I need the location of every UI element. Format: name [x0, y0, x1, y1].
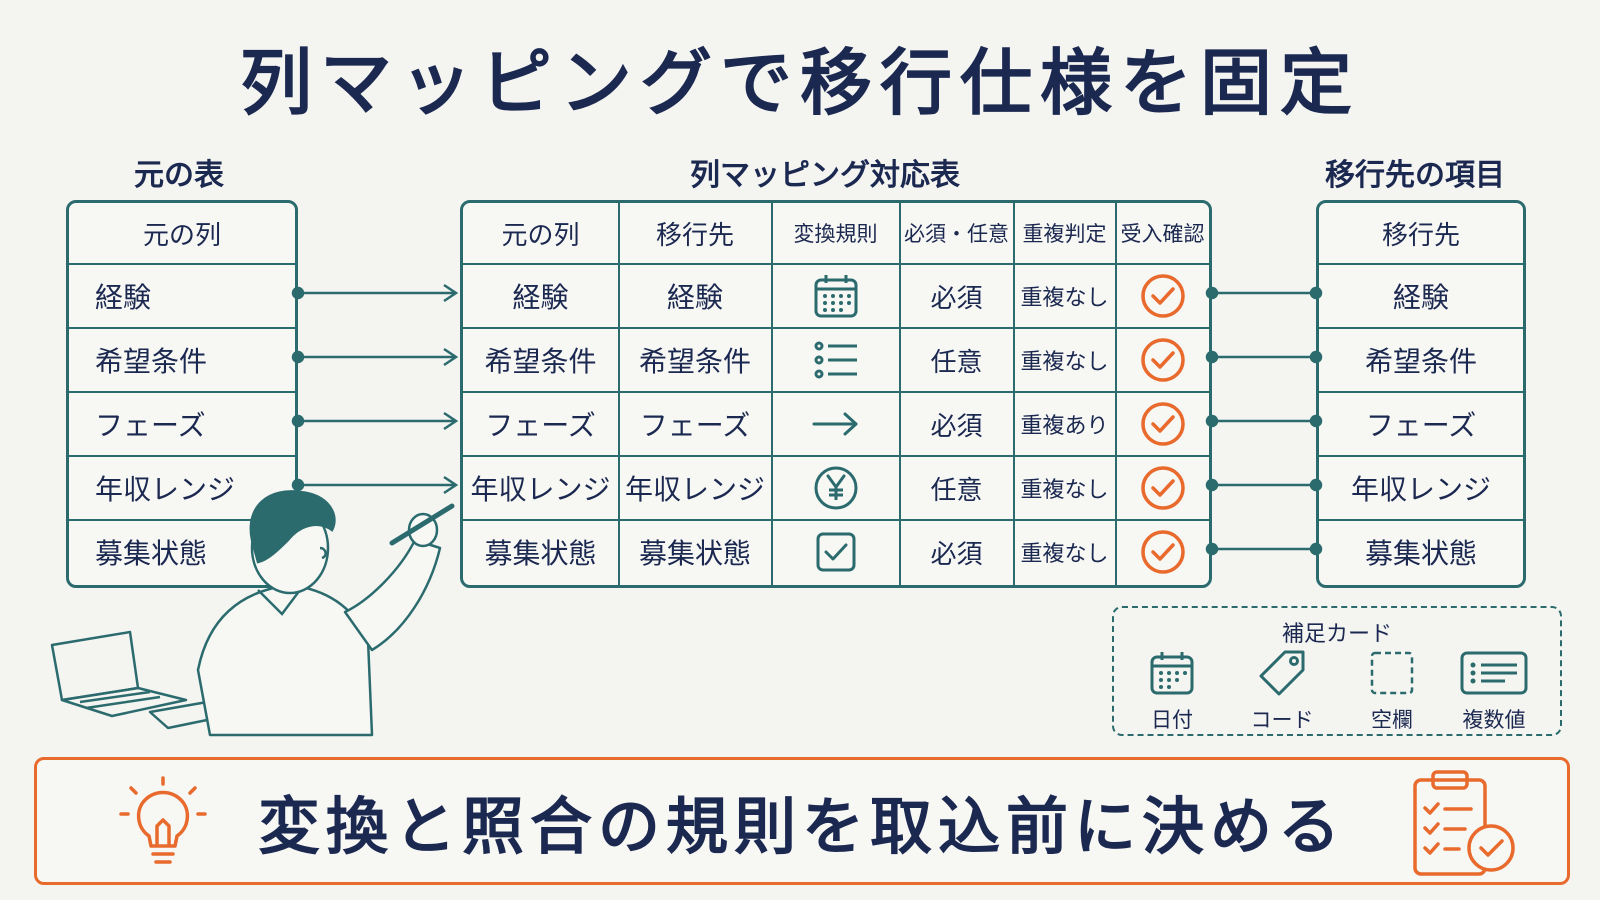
source-row-4: 年収レンジ	[95, 473, 236, 506]
mapping-row-3-target: フェーズ	[639, 409, 751, 442]
mapping-row-4-duplicate: 重複なし	[1020, 478, 1109, 503]
target-row-3: フェーズ	[1365, 409, 1477, 442]
legend-card: 補足カード 日付 コード 空欄 複数値	[1112, 606, 1562, 736]
check-circle-icon	[1116, 329, 1209, 391]
check-circle-icon	[1116, 393, 1209, 455]
mapping-row-3-duplicate: 重複あり	[1020, 414, 1109, 439]
clipboard-check-icon	[1413, 770, 1515, 876]
legend-item-code: コード	[1232, 648, 1332, 734]
mapping-row-4-required: 任意	[930, 475, 983, 506]
mapping-row-3-required: 必須	[930, 411, 983, 442]
check-circle-icon	[1116, 265, 1209, 327]
target-table-header: 移行先	[1381, 220, 1460, 251]
checkbox-icon	[772, 521, 899, 583]
dashed-square-icon	[1370, 651, 1414, 695]
legend-label-code: コード	[1250, 708, 1314, 732]
page-title: 列マッピングで移行仕様を固定	[239, 41, 1360, 125]
target-table-title: 移行先の項目	[1325, 158, 1505, 193]
arrow-right-icon	[772, 393, 899, 455]
legend-title: 補足カード	[1281, 622, 1392, 647]
mapping-row-4-target: 年収レンジ	[624, 473, 765, 506]
mapping-header-duplicate: 重複判定	[1022, 222, 1107, 246]
legend-label-date: 日付	[1151, 708, 1193, 732]
banner-text: 変換と照合の規則を取込前に決める	[257, 790, 1346, 863]
lightbulb-icon	[119, 776, 207, 864]
mapping-header-rule: 変換規則	[793, 222, 878, 246]
legend-item-date: 日付	[1122, 648, 1222, 734]
mapping-table: 元の列 移行先 変換規則 必須・任意 重複判定 受入確認 経験 経験 必須 重複…	[460, 200, 1212, 588]
summary-banner: 変換と照合の規則を取込前に決める	[34, 757, 1570, 885]
mapping-header-acceptance: 受入確認	[1120, 222, 1205, 246]
source-table-title: 元の表	[134, 158, 224, 193]
mapping-row-2-target: 希望条件	[638, 345, 751, 378]
mapping-row-1-duplicate: 重複なし	[1020, 286, 1109, 311]
check-circle-icon	[1116, 521, 1209, 583]
target-row-5: 募集状態	[1364, 537, 1477, 570]
mapping-row-5-required: 必須	[930, 539, 983, 570]
mapping-row-2-required: 任意	[930, 347, 983, 378]
legend-item-blank: 空欄	[1342, 648, 1442, 734]
source-row-5: 募集状態	[95, 537, 208, 570]
mapping-row-5-duplicate: 重複なし	[1020, 542, 1109, 567]
mapping-header-target: 移行先	[655, 220, 734, 251]
mapping-row-1-source: 経験	[512, 281, 569, 314]
legend-label-multi: 複数値	[1462, 708, 1526, 732]
legend-item-multi: 複数値	[1444, 648, 1544, 734]
mapping-table-title: 列マッピング対応表	[690, 158, 960, 193]
mapping-row-5-target: 募集状態	[638, 537, 751, 570]
mapping-row-1-required: 必須	[930, 283, 983, 314]
mapping-row-2-source: 希望条件	[484, 345, 597, 378]
list-icon	[772, 329, 899, 391]
legend-label-blank: 空欄	[1371, 708, 1413, 732]
calendar-icon	[1150, 652, 1194, 695]
target-row-1: 経験	[1392, 281, 1449, 314]
mapping-row-1-target: 経験	[666, 281, 723, 314]
mapping-row-4-source: 年収レンジ	[470, 473, 611, 506]
target-row-4: 年収レンジ	[1350, 473, 1491, 506]
target-row-2: 希望条件	[1364, 345, 1477, 378]
calendar-icon	[772, 265, 899, 327]
mapping-row-5-source: 募集状態	[484, 537, 597, 570]
check-circle-icon	[1116, 457, 1209, 519]
mapping-row-2-duplicate: 重複なし	[1020, 350, 1109, 375]
tag-icon	[1259, 650, 1305, 696]
yen-icon	[772, 457, 899, 519]
source-row-2: 希望条件	[95, 345, 208, 378]
mapping-row-3-source: フェーズ	[485, 409, 596, 442]
source-row-3: フェーズ	[95, 409, 206, 442]
mapping-header-source: 元の列	[501, 220, 580, 251]
id-card-icon	[1460, 651, 1528, 695]
source-table-header: 元の列	[142, 220, 221, 251]
source-row-1: 経験	[95, 281, 152, 314]
target-table: 移行先 経験 希望条件 フェーズ 年収レンジ 募集状態	[1316, 200, 1526, 588]
mapping-header-required: 必須・任意	[904, 222, 1009, 246]
